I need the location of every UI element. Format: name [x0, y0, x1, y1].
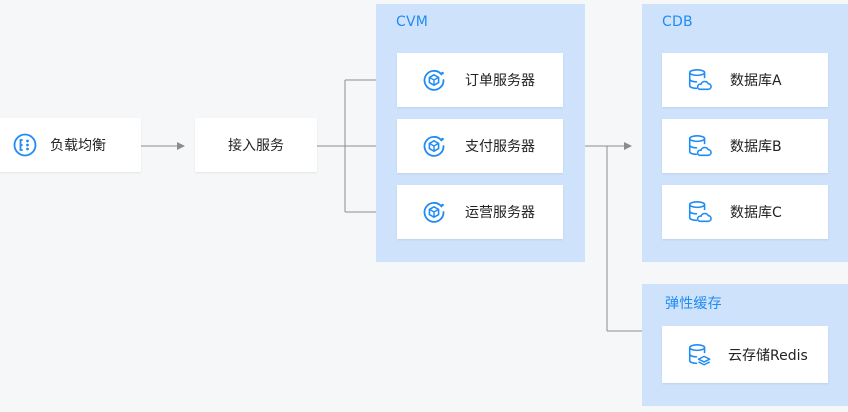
database-node-c[interactable]: 数据库C: [662, 185, 828, 239]
cdb-group-title: CDB: [662, 14, 693, 30]
server-label-ops: 运营服务器: [465, 205, 535, 221]
access-service-label: 接入服务: [228, 138, 284, 154]
server-node-payment[interactable]: 支付服务器: [397, 119, 563, 173]
load-balancer-label: 负载均衡: [50, 138, 106, 154]
server-node-ops[interactable]: 运营服务器: [397, 185, 563, 239]
database-label-b: 数据库B: [730, 139, 782, 155]
load-balancer-node[interactable]: 负载均衡: [0, 118, 141, 172]
cvm-group-title: CVM: [396, 14, 429, 30]
server-icon: [421, 67, 447, 93]
redis-label: 云存储Redis: [728, 347, 808, 364]
server-label-payment: 支付服务器: [465, 139, 535, 155]
database-node-b[interactable]: 数据库B: [662, 119, 828, 173]
access-service-node[interactable]: 接入服务: [195, 118, 317, 172]
server-node-order[interactable]: 订单服务器: [397, 53, 563, 107]
database-node-a[interactable]: 数据库A: [662, 53, 828, 107]
redis-node[interactable]: 云存储Redis: [662, 326, 828, 383]
server-icon: [421, 199, 447, 225]
database-label-c: 数据库C: [730, 205, 782, 221]
load-balancer-icon: [12, 132, 38, 158]
database-cloud-icon: [686, 67, 712, 93]
database-label-a: 数据库A: [730, 73, 782, 89]
database-cloud-icon: [686, 199, 712, 225]
redis-storage-icon: [686, 342, 712, 368]
server-icon: [421, 133, 447, 159]
database-cloud-icon: [686, 133, 712, 159]
cache-group-title: 弹性缓存: [665, 296, 722, 312]
server-label-order: 订单服务器: [465, 73, 535, 89]
